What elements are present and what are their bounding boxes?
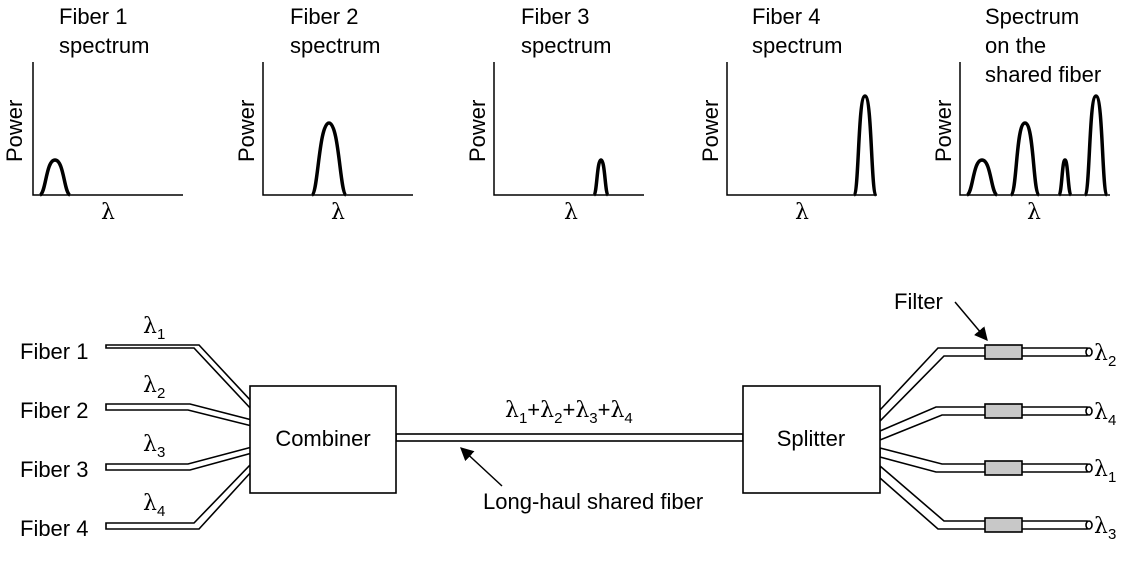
panel-title-line1: Fiber 4 [752, 4, 820, 29]
filter-arrow [954, 301, 988, 342]
power-axis-label: Power [465, 100, 490, 162]
output-wavelength-label: λ2 [1094, 341, 1116, 370]
shared-fiber-arrow [460, 447, 503, 487]
lambda-axis-label: λ [331, 200, 345, 225]
panel-title-line2: spectrum [521, 33, 611, 58]
input-label: Fiber 4 [20, 516, 88, 541]
input-wavelength-label: λ3 [143, 432, 165, 461]
output-wavelength-label: λ3 [1094, 514, 1116, 543]
input-label: Fiber 3 [20, 457, 88, 482]
filter [984, 344, 1023, 360]
fiber3-spectrum-panel: Fiber 3 spectrum Power λ [465, 4, 644, 225]
spectrum-peak [1057, 158, 1073, 197]
panel-title-line2: on the [985, 33, 1046, 58]
output-wavelength-label: λ1 [1094, 457, 1116, 486]
spectrum-peak [38, 158, 72, 197]
input-fiber-2 [105, 403, 253, 428]
output-fibers [879, 347, 1093, 530]
combiner-box [249, 385, 397, 494]
fiber-end [1085, 347, 1093, 357]
shared-spectrum-panel: Spectrum on the shared fiber Power λ [931, 4, 1110, 225]
panel-axes [726, 62, 877, 196]
output-fiber-4 [879, 464, 1088, 530]
panel-title-line1: Spectrum [985, 4, 1079, 29]
output-wavelength-label: λ4 [1094, 400, 1116, 429]
lambda-axis-label: λ [101, 200, 115, 225]
power-axis-label: Power [931, 100, 956, 162]
input-fiber-4 [105, 461, 253, 530]
spectrum-peak [310, 121, 348, 197]
power-axis-label: Power [234, 100, 259, 162]
panel-title-line2: spectrum [752, 33, 842, 58]
panel-title-line1: Fiber 2 [290, 4, 358, 29]
filter [984, 517, 1023, 533]
output-fiber-2 [879, 406, 1088, 442]
input-fiber-3 [105, 445, 253, 471]
input-fiber-1 [105, 344, 253, 413]
spectrum-peak [1009, 121, 1041, 197]
panel-title-line2: spectrum [59, 33, 149, 58]
combiner-label: Combiner [275, 426, 370, 451]
fiber2-spectrum-panel: Fiber 2 spectrum Power λ [234, 4, 413, 225]
filter [984, 403, 1023, 419]
panel-title-line1: Fiber 3 [521, 4, 589, 29]
spectrum-peak [1083, 94, 1109, 197]
fiber-end [1085, 463, 1093, 473]
lambda-axis-label: λ [1027, 200, 1041, 225]
spectrum-peak [852, 94, 878, 197]
fiber-end [1085, 406, 1093, 416]
shared-wavelengths-label: λ1+λ2+λ3+λ4 [505, 397, 633, 427]
filter [984, 460, 1023, 476]
panel-axes [262, 62, 413, 196]
panel-title-line1: Fiber 1 [59, 4, 127, 29]
splitter-label: Splitter [777, 426, 845, 451]
input-label: Fiber 1 [20, 339, 88, 364]
input-wavelength-label: λ4 [143, 491, 165, 520]
filters [984, 344, 1023, 533]
power-axis-label: Power [2, 100, 27, 162]
input-wavelength-label: λ2 [143, 373, 165, 402]
input-fibers [105, 344, 253, 530]
spectrum-peak [592, 158, 610, 197]
panel-axes [32, 62, 183, 196]
power-axis-label: Power [698, 100, 723, 162]
fiber1-spectrum-panel: Fiber 1 spectrum Power λ [2, 4, 183, 225]
lambda-axis-label: λ [564, 200, 578, 225]
lambda-axis-label: λ [795, 200, 809, 225]
panel-title-line3: shared fiber [985, 62, 1101, 87]
filter-label: Filter [894, 289, 943, 314]
panel-axes [493, 62, 644, 196]
input-label: Fiber 2 [20, 398, 88, 423]
output-fiber-3 [879, 446, 1088, 473]
fiber-end [1085, 520, 1093, 530]
shared-fiber-label: Long-haul shared fiber [483, 489, 703, 514]
input-wavelength-label: λ1 [143, 314, 165, 343]
panel-title-line2: spectrum [290, 33, 380, 58]
spectrum-peak [965, 158, 999, 197]
fiber4-spectrum-panel: Fiber 4 spectrum Power λ [698, 4, 878, 225]
long-haul-shared-fiber [395, 433, 744, 442]
splitter-box [742, 385, 881, 494]
